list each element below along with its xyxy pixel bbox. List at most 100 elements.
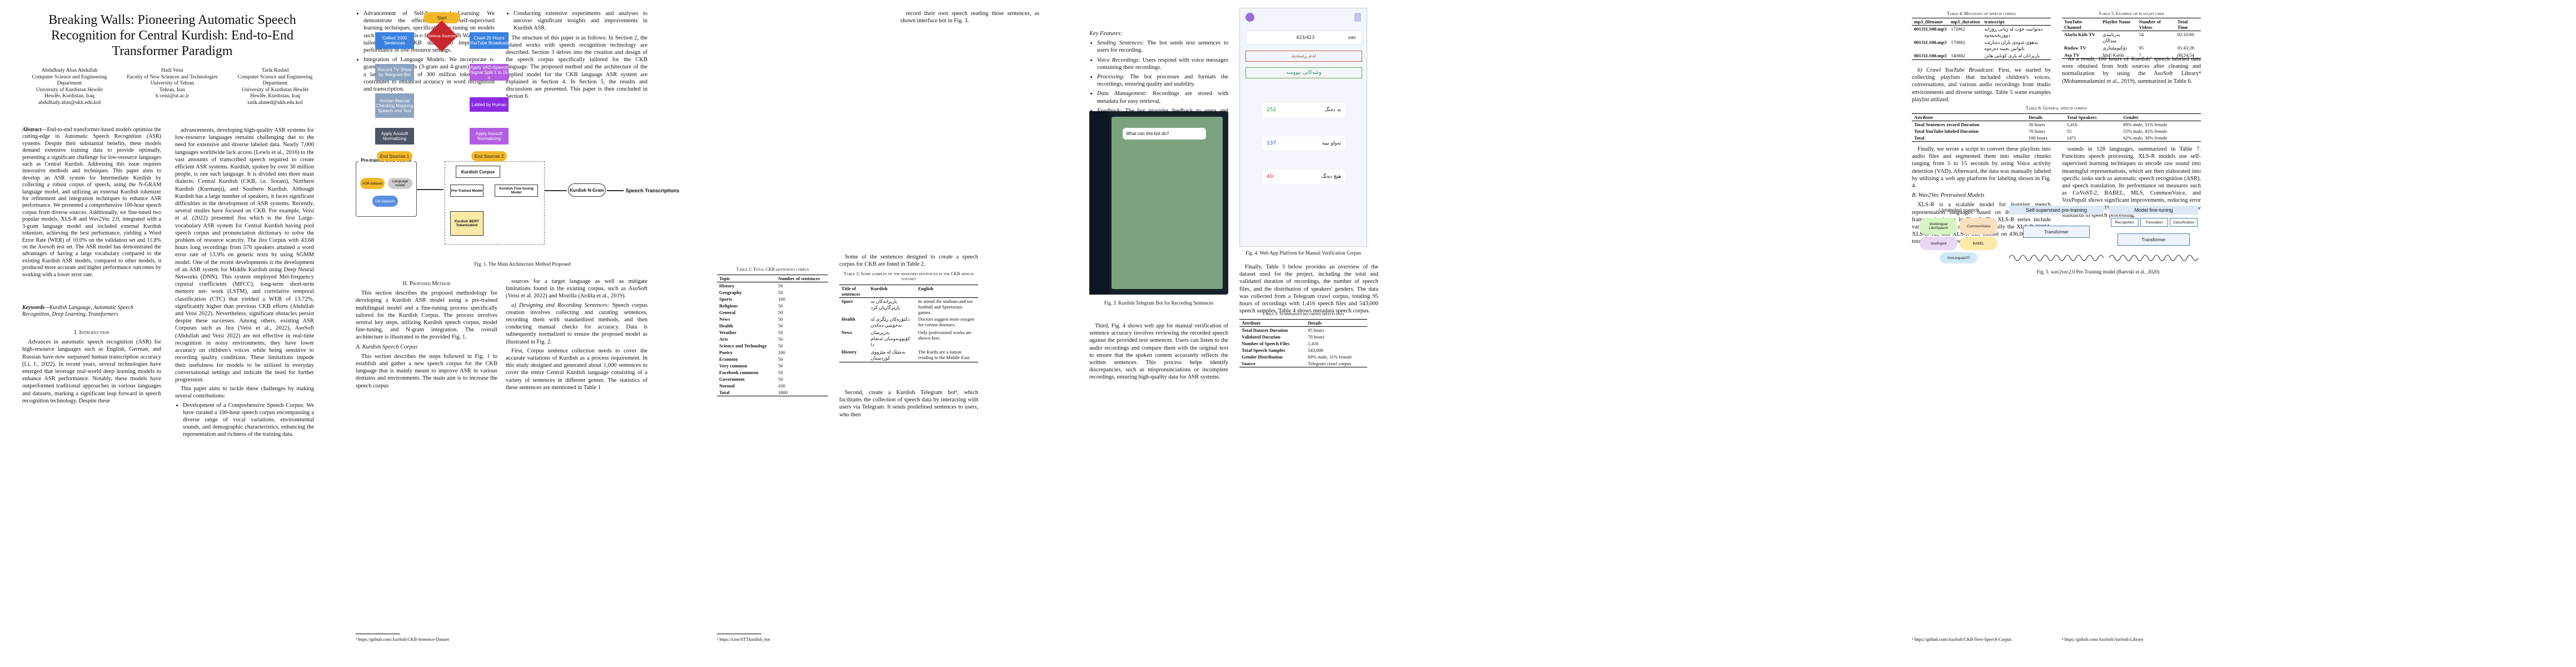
table-4: mp3_filename mp3_duration transcript 001… xyxy=(1912,18,2051,60)
table-cell: Mall Karda xyxy=(2102,52,2125,58)
column-3: sources for a target language as well as… xyxy=(506,278,648,391)
table-4-caption: Table 4: Metadata of speech corpus xyxy=(1947,11,2016,16)
page-2: Advancement of Self-Supervised Learning:… xyxy=(356,0,689,667)
table-cell: Government xyxy=(719,376,745,382)
web-app-counter: 423/423 van xyxy=(1245,31,1362,45)
table-cell: Number of Speech Files xyxy=(1242,341,1290,346)
table-2: Title of sentences Kurdish English Sport… xyxy=(839,285,978,362)
footnote-3: ³ https://github.com/AsoSoft/CKB-New-Spe… xyxy=(1912,637,2012,642)
author-3: Tarik Rashid Computer Science and Engine… xyxy=(237,68,313,106)
table-cell: 00131LS00.mp3 xyxy=(1914,26,1947,32)
fig2-apply1: Apply Asosoft Normalizing xyxy=(375,128,414,145)
table-cell: بەشێک لە مێژووی کوردستان xyxy=(870,349,905,361)
table-cell: 50 xyxy=(778,343,783,349)
table-cell: 00131LS00.mp3 xyxy=(1914,53,1947,58)
table-cell: General xyxy=(719,310,736,315)
table-cell: دەتوانیت خۆت لە ژیانی ڕۆژانە دووربخەیتەو… xyxy=(1984,26,2043,38)
table-cell: The Kurds are a nation residing in the M… xyxy=(918,349,971,360)
web-app-screenshot: 423/423 van ئەم ڕستەیە وشەکانی بنووسە 25… xyxy=(1239,8,1367,247)
t5-after: As a result, 100 hours of Kurdish³ speec… xyxy=(2062,56,2201,84)
fig2-vad: Apply VAD-Speech Signal Split 1 to 15 s xyxy=(470,64,509,81)
keywords: Keywords—Kurdish Language, Automatic Spe… xyxy=(22,305,133,318)
table-cell: 100 xyxy=(778,296,785,302)
table-cell: Health xyxy=(841,316,855,322)
t1-col-topic: Topic xyxy=(719,276,731,281)
table-cell: 62% male, 38% female xyxy=(2123,135,2168,141)
footnote-2: ² https://t.me/STTkurdish_bot xyxy=(717,637,770,642)
table-cell: Geography xyxy=(719,290,742,295)
fig5-vox107: VoxLingua107 xyxy=(1940,252,1977,263)
figure-3-caption: Fig. 3. Kurdish Telegram Bot for Recordi… xyxy=(1104,300,1214,306)
table-cell: Arts xyxy=(719,336,729,342)
table-cell: Doctors suggest more oxygen for corona d… xyxy=(918,316,975,327)
figure-5-caption: Fig. 5. wav2vec2.0 Pre-Training model (B… xyxy=(2036,269,2160,275)
table-cell: 100 hours xyxy=(2029,135,2047,141)
table-5-caption: Table 5: Example of playlist used xyxy=(2099,11,2164,16)
table-6: Attribute Details Total Speakers Gender … xyxy=(1912,113,2201,142)
table-cell: Sports xyxy=(719,296,733,302)
footnote-4: ⁴ https://github.com/AsoSoft/AsoSoft-Lib… xyxy=(2062,637,2144,642)
fig5-babel: BABEL xyxy=(1960,237,1997,250)
table-cell: Sport xyxy=(841,298,853,304)
table-cell: 69% male, 31% female xyxy=(1308,354,1352,360)
table-cell: 89% male, 31% female xyxy=(2123,122,2168,127)
table-cell: Total Speech Samples xyxy=(1242,347,1285,353)
feature-item: Processing: The bot processes and format… xyxy=(1097,73,1228,88)
fig1-pretrained: Pre-Trained Model xyxy=(450,185,484,197)
table-cell: Telegram crawl corpus xyxy=(1308,361,1352,366)
table-cell: Rudaw TV xyxy=(2064,45,2086,51)
fig1-output: Speech Transcriptions xyxy=(625,188,680,193)
table-cell: دکتۆرەکان رێگری لە نەخۆشی دەکەن xyxy=(870,316,910,328)
table-cell: Facebook comment xyxy=(719,370,759,375)
table-cell: Source xyxy=(1242,361,1255,366)
fig2-start: Start xyxy=(423,12,460,23)
fig5-transformer-1: Transformer xyxy=(2023,226,2090,238)
fig5-ssl: Self-supervised pre-training xyxy=(2009,206,2104,215)
fig2-human: Human Manual Checking Mapping Speech and… xyxy=(375,93,414,118)
table-cell: بەرپرسان کۆبوونەوەیان ئەنجام دا xyxy=(870,330,910,347)
crawl-para: b) Crawl YouTube Broadcast: First, we st… xyxy=(1912,67,2051,103)
fig2-apply2: Apply Asosoft Normalizing xyxy=(470,128,509,145)
fig1-kurdish-corpus: Kurdish Corpus xyxy=(456,166,500,178)
telegram-message: What can this bot do? xyxy=(1123,128,1206,140)
table-cell: 50 xyxy=(778,316,783,322)
table-cell: یاریزانان لە یاری کۆتایی هاتن xyxy=(1984,53,2040,58)
table-cell: 95 hours xyxy=(1308,327,1324,333)
table-3-caption: Table 3: Summerised recorded speech data xyxy=(1262,311,1344,316)
table-cell: 100 xyxy=(778,350,785,355)
table-cell: 1000 xyxy=(778,390,788,395)
table-row: Total Speech Samples 543,000 xyxy=(1239,347,1367,354)
table-cell: History xyxy=(719,283,735,288)
t2-intro: Some of the sentences designed to create… xyxy=(839,254,978,268)
fig5-waveform-1 xyxy=(2009,255,2104,261)
table-cell: 50 xyxy=(778,363,783,369)
table-cell: Weather xyxy=(719,330,737,335)
table-cell: 543,000 xyxy=(1308,347,1323,353)
fig1-source-box xyxy=(356,161,417,217)
fig2-end2: End Sources 2 xyxy=(471,151,507,161)
table-cell: 50 xyxy=(778,336,783,342)
table-cell: دۆکیومێنتاری xyxy=(2102,45,2127,51)
fig5-vox: VoxPopuli xyxy=(1920,237,1957,250)
paper-title: Breaking Walls: Pioneering Automatic Spe… xyxy=(48,13,296,58)
table-6-caption: Table 6: General speech corpus xyxy=(2026,106,2087,111)
table-row: Sports 100 xyxy=(717,296,828,302)
table-row: Arts 50 xyxy=(717,336,828,342)
table-cell: بەرنامەی منداڵان xyxy=(2102,32,2120,43)
